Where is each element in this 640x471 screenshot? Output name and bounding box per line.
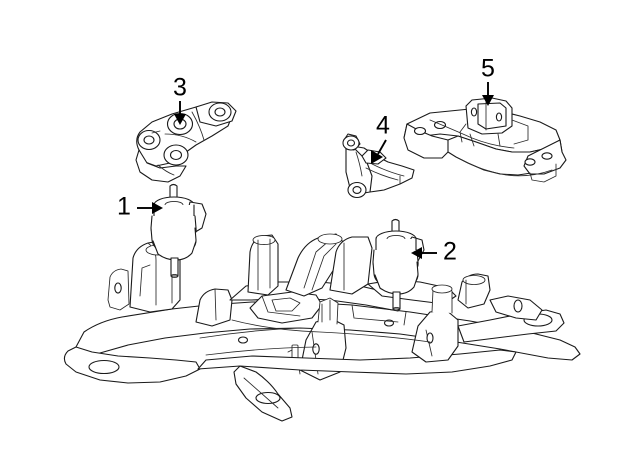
callout-5-label: 5 bbox=[481, 55, 495, 83]
part-4-engine-mount-bracket[interactable] bbox=[342, 133, 415, 199]
callout-4-label: 4 bbox=[376, 112, 390, 140]
callout-5-arrow-head bbox=[482, 95, 494, 106]
part-3-engine-mount-bracket[interactable] bbox=[135, 101, 237, 183]
callout-1-label: 1 bbox=[117, 193, 131, 221]
callout-2-label: 2 bbox=[443, 238, 457, 266]
callout-1-arrow-head bbox=[152, 202, 163, 214]
callout-4[interactable]: 4 bbox=[371, 112, 390, 164]
callout-4-arrow-head bbox=[371, 150, 383, 164]
callout-5[interactable]: 5 bbox=[481, 55, 495, 106]
callout-2[interactable]: 2 bbox=[411, 238, 457, 266]
callout-1[interactable]: 1 bbox=[117, 193, 163, 221]
callout-2-arrow-head bbox=[411, 247, 422, 259]
callout-3[interactable]: 3 bbox=[173, 74, 187, 125]
engine-cradle-subframe[interactable] bbox=[63, 233, 581, 422]
part-2-engine-mount[interactable] bbox=[372, 218, 425, 312]
part-5-transmission-crossmember[interactable] bbox=[403, 97, 567, 183]
callout-3-label: 3 bbox=[173, 74, 187, 102]
callout-4-arrow-line bbox=[377, 139, 387, 155]
part-1-engine-mount[interactable] bbox=[150, 183, 207, 279]
callout-3-arrow-head bbox=[174, 114, 186, 125]
